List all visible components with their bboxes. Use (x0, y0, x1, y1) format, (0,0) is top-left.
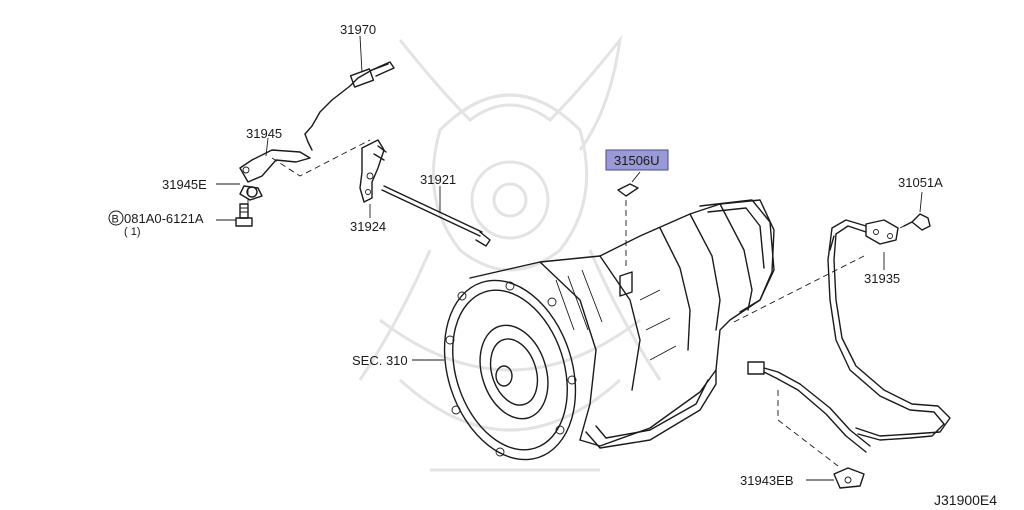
label-31970: 31970 (340, 22, 376, 37)
part-31945-bracket[interactable] (239, 149, 311, 183)
label-31924: 31924 (350, 219, 386, 234)
label-31943EB: 31943EB (740, 473, 794, 488)
transmission-assembly[interactable] (423, 199, 775, 477)
highlighted-part-label[interactable]: 31506U (605, 149, 669, 171)
part-harness-connector[interactable] (747, 361, 871, 453)
bolt-callout: B 081A0-6121A ( 1) (108, 210, 204, 238)
label-31506U: 31506U (614, 153, 660, 168)
part-31506U-plug[interactable] (617, 183, 639, 197)
label-bolt-qty: ( 1) (124, 226, 141, 238)
label-31945: 31945 (246, 126, 282, 141)
part-31970-cable[interactable] (304, 61, 395, 151)
label-31945E: 31945E (162, 177, 207, 192)
dash-31943EB-link (777, 390, 839, 467)
part-31924-lever[interactable] (359, 139, 387, 203)
part-31935-harness[interactable] (827, 219, 951, 441)
part-31921-rod[interactable] (381, 185, 491, 247)
label-31935: 31935 (864, 271, 900, 286)
part-bolt-081A0-6121A[interactable] (235, 203, 253, 227)
part-31051A-bolt[interactable] (903, 213, 931, 231)
diagram-code: J31900E4 (934, 492, 997, 508)
part-31943EB-clip[interactable] (833, 467, 865, 489)
label-31921: 31921 (420, 172, 456, 187)
label-bolt-code: 081A0-6121A (124, 211, 204, 226)
dash-31935-link (733, 255, 865, 323)
bolt-prefix: B (112, 214, 119, 226)
bolt-prefix-circle (108, 210, 124, 226)
label-sec310: SEC. 310 (352, 353, 408, 368)
label-31051A: 31051A (898, 175, 943, 190)
dash-bracket-link (271, 139, 371, 177)
part-31945E-washer[interactable] (239, 185, 263, 201)
highlight-box (605, 149, 669, 171)
leader-31945 (265, 137, 269, 157)
watermark-emblem (358, 34, 662, 472)
leader-31970 (359, 35, 363, 73)
leader-31506U (631, 171, 641, 183)
leader-31051A (919, 191, 923, 213)
